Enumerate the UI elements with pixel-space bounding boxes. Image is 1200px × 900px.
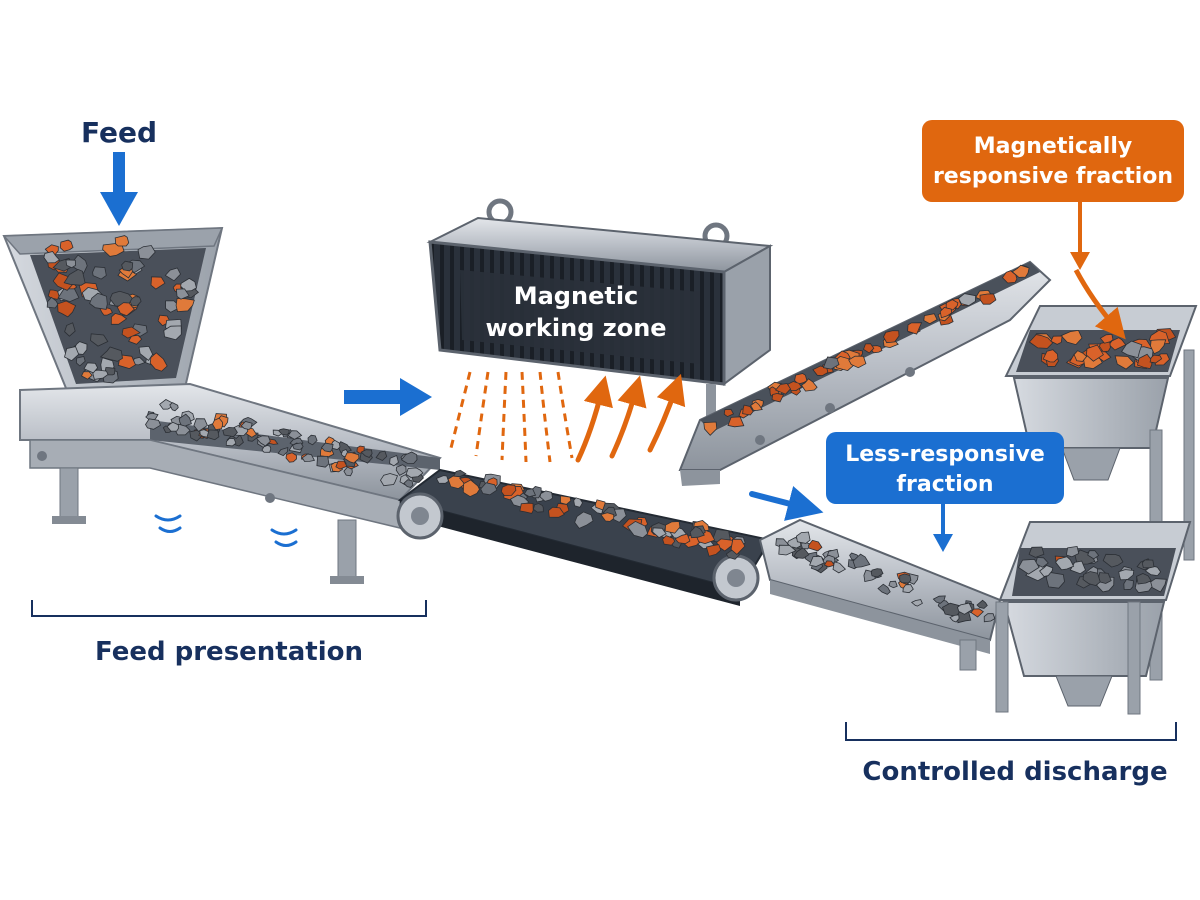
magnetic-fraction-line2: responsive fraction [933,164,1173,189]
vibratory-feeder [19,382,442,584]
hopper-ore-pile [43,235,200,384]
feed-presentation-label: Feed presentation [95,637,363,667]
inclined-ore-stream [703,264,1030,436]
right-arrow-icon [344,378,432,416]
magnetic-fraction-line1: Magnetically [974,134,1132,159]
belt-ore-stream [435,469,746,560]
magnet-unit [426,198,774,420]
up-arrow-icon [575,373,686,463]
less-fraction-callout [826,432,1064,504]
lower-bin-ore [1017,545,1167,594]
magnetic-field-lines [448,371,574,463]
lower-chute [758,518,1002,671]
magnetic-fraction-callout [922,120,1184,202]
less-fraction-pointer [933,500,953,552]
controlled-discharge-bracket [845,722,1177,741]
less-fraction-line2: fraction [896,472,993,497]
controlled-discharge-label: Controlled discharge [862,757,1167,787]
feed-presentation-bracket [31,600,427,617]
less-fraction-line1: Less-responsive [845,442,1045,467]
main-belt-conveyor [396,468,772,606]
down-arrow-icon [100,152,138,226]
magnet-label-line1: Magnetic [514,282,639,310]
discharge-arrow [749,486,824,521]
upper-bin-ore [1028,328,1177,370]
chute-ore-stream [775,531,996,624]
feed-label: Feed [81,116,157,149]
magnet-label-line2: working zone [485,314,666,342]
feeder-ore-stream [145,399,424,488]
vibration-icon [154,514,298,547]
magnetic-fraction-pointer [1070,200,1126,340]
